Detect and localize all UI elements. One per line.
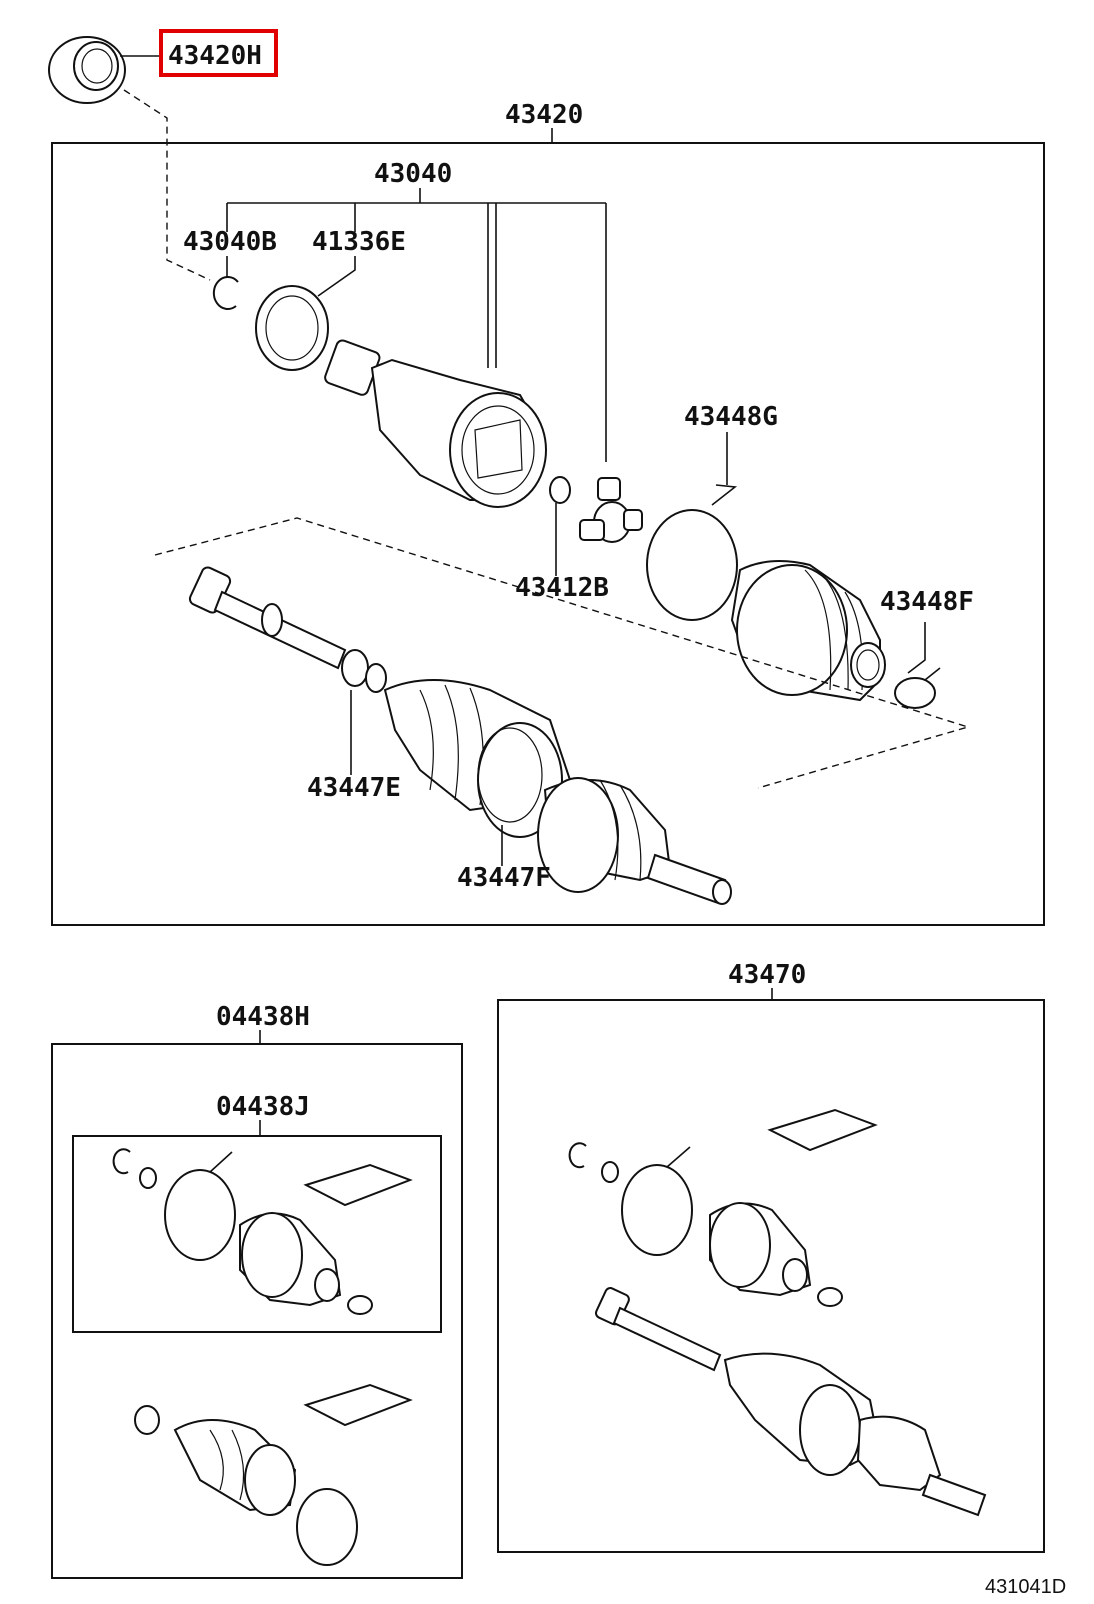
leader-43448F (907, 622, 926, 674)
snap-ring-illustration (212, 276, 239, 310)
diagram-code: 431041D (985, 1576, 1066, 1598)
bearing-illustration (48, 36, 126, 104)
outboard-joint-illustration (537, 777, 732, 905)
label-41336E[interactable]: 41336E (312, 227, 406, 257)
assembly-box-43420 (51, 142, 1045, 926)
dust-seal-illustration (255, 285, 329, 371)
shaft-illustration (188, 566, 387, 693)
label-43412B[interactable]: 43412B (515, 573, 609, 603)
large-clamp-tail (711, 484, 738, 506)
bracket-43040 (226, 188, 607, 462)
small-clamp-illustration (894, 667, 941, 709)
label-43040[interactable]: 43040 (374, 159, 452, 189)
tripod-snap-ring-illustration (549, 476, 571, 504)
highlight-box (159, 29, 278, 77)
label-43420[interactable]: 43420 (505, 100, 583, 130)
label-04438H[interactable]: 04438H (216, 1002, 310, 1032)
inboard-boot-illustration (730, 560, 886, 702)
label-04438J[interactable]: 04438J (216, 1092, 310, 1122)
kit-box-04438J (72, 1135, 442, 1333)
dashed-region-outline (154, 517, 971, 789)
label-43470[interactable]: 43470 (728, 960, 806, 990)
label-43420H[interactable]: 43420H (168, 41, 262, 71)
large-clamp-illustration (646, 509, 738, 621)
label-43448F[interactable]: 43448F (880, 587, 974, 617)
inboard-joint-illustration (324, 339, 547, 508)
assembly-box-43470 (497, 999, 1045, 1553)
kit-box-04438H (51, 1043, 463, 1579)
joint-43470-parts-illustration (568, 1108, 987, 1517)
outboard-boot-illustration (383, 679, 572, 838)
kit-h-parts-illustration (134, 1383, 413, 1566)
tripod-illustration (579, 477, 643, 543)
label-43447E[interactable]: 43447E (307, 773, 401, 803)
dashed-leader-bearing (123, 89, 211, 281)
label-43448G[interactable]: 43448G (684, 402, 778, 432)
kit-j-parts-illustration (112, 1148, 413, 1315)
label-43447F[interactable]: 43447F (457, 863, 551, 893)
leader-41336E (317, 256, 356, 297)
label-43040B[interactable]: 43040B (183, 227, 277, 257)
